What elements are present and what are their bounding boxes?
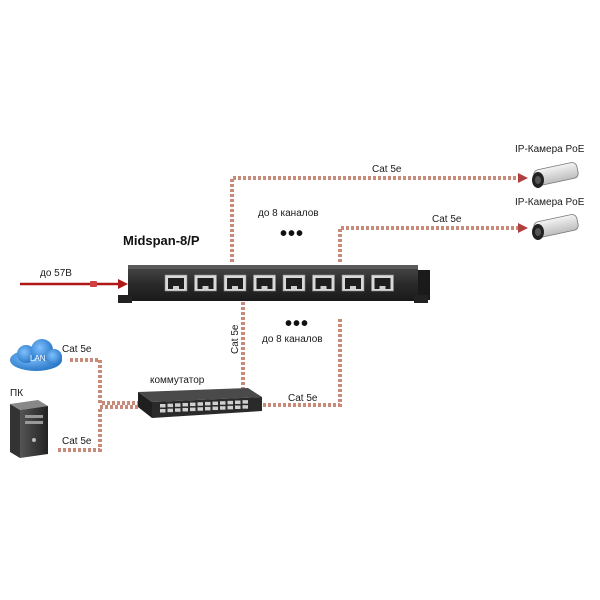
- switch-port: [167, 403, 173, 408]
- uplink-cable-label: Cat 5e: [230, 324, 241, 354]
- switch-port: [235, 405, 241, 409]
- rj45-port-4: [253, 274, 276, 292]
- switch-port: [220, 406, 226, 410]
- power-input-arrow: до 57В: [20, 268, 128, 289]
- switch-port: [190, 407, 196, 412]
- cable-to-camera-2: [338, 223, 528, 262]
- rj45-port-8: [371, 274, 394, 292]
- network-switch: [138, 388, 262, 418]
- switch-port: [160, 404, 166, 408]
- cable-lan-to-switch: [70, 358, 145, 405]
- camera-2-cable-label: Cat 5e: [432, 214, 462, 225]
- switch-port: [160, 409, 166, 413]
- switch-port: [182, 407, 188, 412]
- switch-port: [212, 406, 218, 411]
- rj45-port-7: [341, 274, 365, 292]
- channels-bottom-dots: •••: [285, 313, 309, 335]
- switch-port: [197, 402, 203, 406]
- switch-port: [175, 403, 181, 407]
- device-title: Midspan-8/P: [123, 233, 200, 248]
- power-label: до 57В: [40, 268, 72, 279]
- camera-1-cable-label: Cat 5e: [372, 164, 402, 175]
- lan-cable-label: Cat 5e: [62, 344, 92, 355]
- camera-1-label: IP-Камера PoE: [515, 144, 585, 155]
- pc-cable-label: Cat 5e: [62, 436, 92, 447]
- camera-icon: [532, 214, 579, 240]
- switch-port: [167, 408, 173, 413]
- rj45-port-3: [223, 274, 247, 292]
- pc-tower: [10, 400, 48, 458]
- switch-port: [205, 406, 211, 411]
- switch-port: [227, 405, 233, 410]
- cable-to-camera-1: [230, 173, 528, 262]
- switch-port: [242, 405, 248, 409]
- cloud-label: LAN: [30, 354, 46, 363]
- switch-port: [205, 401, 211, 406]
- rj45-port-6: [312, 274, 335, 292]
- camera-icon: [532, 162, 579, 188]
- channels-top-dots: •••: [280, 223, 304, 245]
- switch-port: [175, 408, 181, 412]
- cloud-icon: [10, 339, 62, 371]
- switch-port: [182, 402, 188, 407]
- channels-top-label: до 8 каналов: [258, 208, 319, 219]
- midspan-ports: [164, 274, 394, 292]
- lan-cloud: LAN: [10, 339, 62, 371]
- pc-label: ПК: [10, 388, 23, 399]
- switch-port: [235, 400, 241, 404]
- switch-port: [212, 401, 218, 406]
- switch-ports: [160, 400, 248, 413]
- rj45-port-1: [164, 274, 188, 292]
- switch-port: [242, 400, 248, 404]
- switch-link-cable-label: Cat 5e: [288, 393, 318, 404]
- switch-port: [220, 401, 226, 405]
- ip-camera-2: [532, 214, 579, 240]
- switch-label: коммутатор: [150, 375, 205, 386]
- switch-port: [227, 400, 233, 405]
- midspan-device: [118, 265, 430, 303]
- cable-pc-to-switch: [58, 405, 145, 452]
- ip-camera-1: [532, 162, 579, 188]
- camera-2-label: IP-Камера PoE: [515, 197, 585, 208]
- rj45-port-2: [194, 274, 217, 292]
- switch-port: [197, 407, 203, 411]
- cable-switch-to-midspan-right: [258, 318, 342, 407]
- channels-bottom-label: до 8 каналов: [262, 334, 323, 345]
- rj45-port-5: [282, 274, 306, 292]
- computer-icon: [10, 400, 48, 458]
- switch-port: [190, 402, 196, 407]
